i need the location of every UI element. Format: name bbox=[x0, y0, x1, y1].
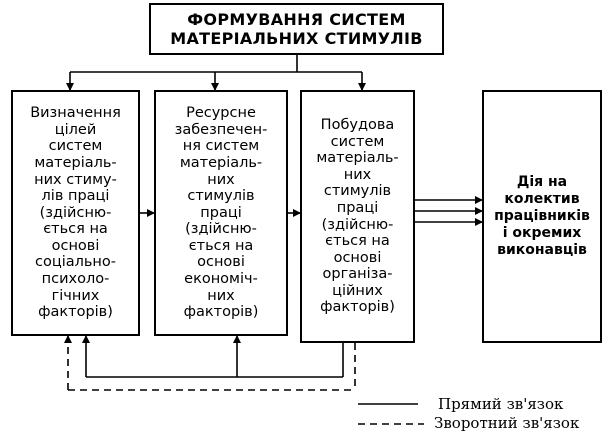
action-box: Дія на колектив працівників і окремих ви… bbox=[482, 90, 602, 343]
legend-direct-label: Прямий зв'язок bbox=[438, 395, 564, 413]
solid-feedback-lines bbox=[82, 335, 344, 378]
resources-box: Ресурсне забезпечен- ня систем матеріаль… bbox=[154, 90, 288, 336]
legend-feedback-label: Зворотний зв'язок bbox=[434, 414, 580, 432]
dashed-feedback-lines bbox=[64, 335, 356, 391]
direct-arrows bbox=[140, 196, 483, 226]
construction-box: Побудова систем матеріаль- них стимулів … bbox=[300, 90, 415, 343]
top-distribution-lines bbox=[66, 54, 366, 91]
diagram-title: ФОРМУВАННЯ СИСТЕМ МАТЕРІАЛЬНИХ СТИМУЛІВ bbox=[170, 10, 423, 48]
construction-text: Побудова систем матеріаль- них стимулів … bbox=[316, 116, 399, 316]
resources-text: Ресурсне забезпечен- ня систем матеріаль… bbox=[174, 105, 268, 321]
action-text: Дія на колектив працівників і окремих ви… bbox=[494, 174, 590, 258]
goals-text: Визначення цілей систем матеріаль- них с… bbox=[30, 105, 121, 321]
title-box: ФОРМУВАННЯ СИСТЕМ МАТЕРІАЛЬНИХ СТИМУЛІВ bbox=[149, 3, 444, 55]
goals-box: Визначення цілей систем матеріаль- них с… bbox=[11, 90, 140, 336]
